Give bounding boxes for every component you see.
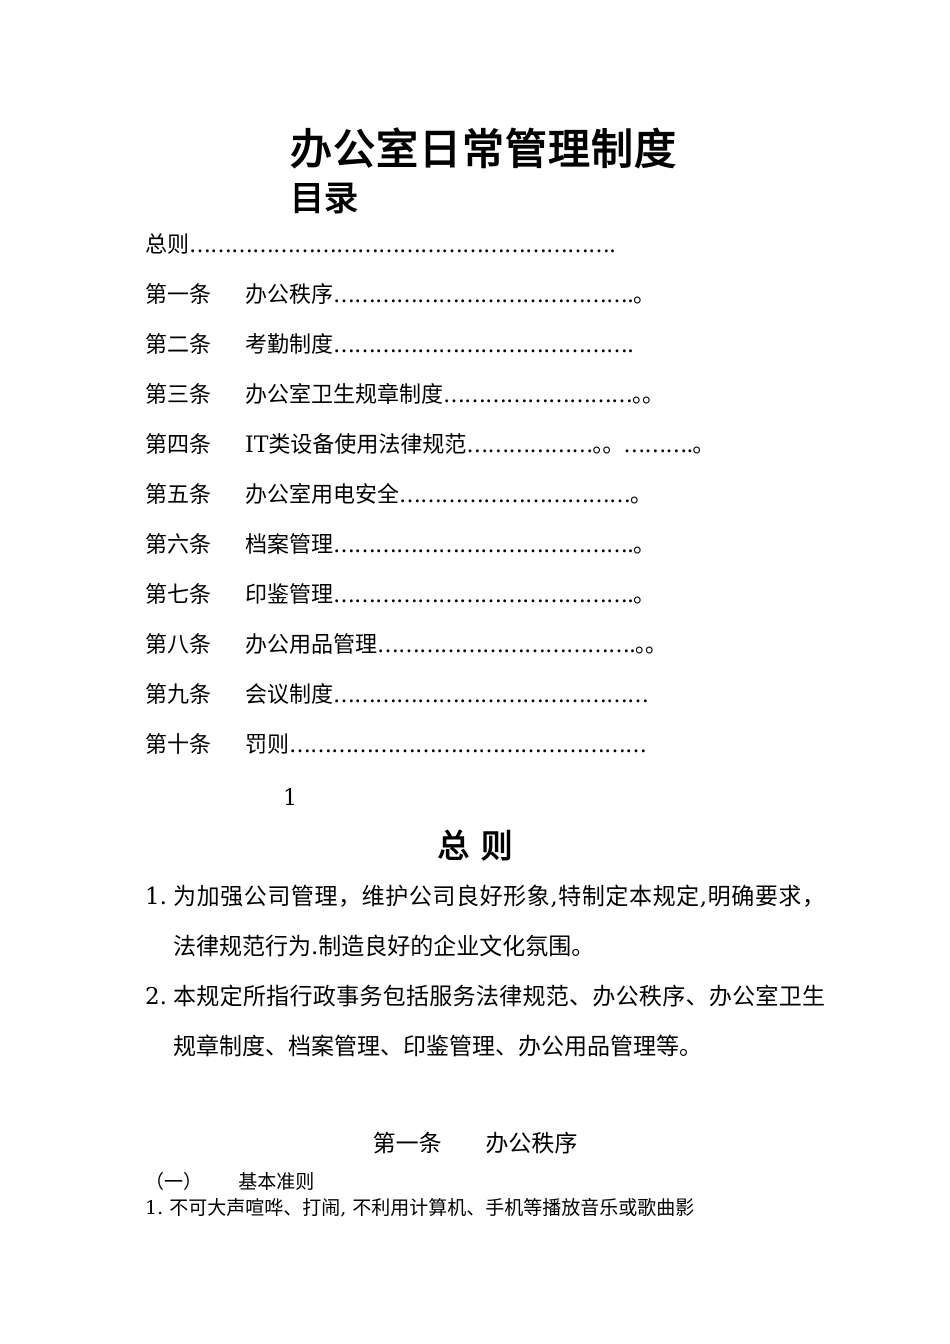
toc-leader-dots: …………………………………….。 — [333, 583, 655, 608]
toc-leader-dots: …………………………………….。 — [333, 283, 655, 308]
toc-entry-title: 会议制度 — [245, 683, 334, 708]
toc-leader-dots: ……………………………………. — [333, 333, 634, 358]
toc-entry-number: 第九条 — [145, 683, 212, 708]
toc-entry-article-3[interactable]: 第三条 办公室卫生规章制度………………………。。 — [145, 378, 664, 414]
toc-entry-number: 第六条 — [145, 533, 212, 558]
toc-entry-article-4[interactable]: 第四条 IT类设备使用法律规范………………。。……….。 — [145, 428, 714, 464]
toc-entry-article-10[interactable]: 第十条 罚则…………………………………………… — [145, 728, 647, 764]
toc-leader-dots: ……………………………….。。 — [377, 633, 667, 658]
article-one-item-1: 1. 不可大声喧哗、打闹, 不利用计算机、手机等播放音乐或歌曲影 — [145, 1194, 825, 1222]
toc-leader-dots: ……………………………。 — [399, 483, 652, 508]
toc-entry-number: 第十条 — [145, 733, 212, 758]
toc-entry-title: 办公室卫生规章制度 — [245, 383, 444, 408]
toc-leader-dots: ……………………………………………………. — [189, 233, 616, 258]
toc-leader-dots: …………………………………………… — [289, 733, 647, 758]
general-paragraph-2: 2. 本规定所指行政事务包括服务法律规范、办公秩序、办公室卫生规章制度、档案管理… — [145, 972, 825, 1072]
toc-entry-title: IT类设备使用法律规范 — [245, 433, 467, 458]
item-text: 不可大声喧哗、打闹, 不利用计算机、手机等播放音乐或歌曲影 — [169, 1197, 695, 1219]
toc-leader-dots: ………………………。。 — [443, 383, 664, 408]
toc-entry-number: 第五条 — [145, 483, 212, 508]
toc-leader-dots: ………………。。……….。 — [466, 433, 714, 458]
section-title-general: 总 则 — [437, 827, 513, 865]
toc-entry-title: 办公用品管理 — [245, 633, 378, 658]
paragraph-text: 本规定所指行政事务包括服务法律规范、办公秩序、办公室卫生规章制度、档案管理、印鉴… — [173, 984, 825, 1060]
toc-entry-number: 第二条 — [145, 333, 212, 358]
item-number: 1. — [145, 1197, 164, 1219]
toc-entry-number: 第四条 — [145, 433, 212, 458]
general-paragraph-1: 1. 为加强公司管理，维护公司良好形象,特制定本规定,明确要求，法律规范行为.制… — [145, 872, 825, 972]
toc-leader-dots: …………………………………….。 — [333, 533, 655, 558]
toc-entry-article-1[interactable]: 第一条 办公秩序…………………………………….。 — [145, 278, 655, 314]
toc-entry-title: 办公秩序 — [245, 283, 334, 308]
article-one-subheading: （一） 基本准则 — [145, 1171, 315, 1193]
toc-entry-title: 罚则 — [245, 733, 290, 758]
paragraph-number: 2. — [145, 984, 167, 1010]
toc-entry-number: 第三条 — [145, 383, 212, 408]
toc-entry-article-8[interactable]: 第八条 办公用品管理……………………………….。。 — [145, 628, 667, 664]
toc-entry-number: 第七条 — [145, 583, 212, 608]
toc-heading: 目录 — [290, 179, 358, 219]
toc-entry-title: 总则 — [145, 233, 190, 258]
toc-leader-dots: ……………………………………… — [333, 683, 649, 708]
paragraph-text: 为加强公司管理，维护公司良好形象,特制定本规定,明确要求，法律规范行为.制造良好… — [173, 884, 825, 960]
paragraph-number: 1. — [145, 884, 167, 910]
toc-entry-title: 档案管理 — [245, 533, 334, 558]
page-number: 1 — [283, 786, 297, 811]
toc-entry-article-5[interactable]: 第五条 办公室用电安全……………………………。 — [145, 478, 652, 514]
document-title: 办公室日常管理制度 — [290, 125, 678, 174]
toc-entry-article-2[interactable]: 第二条 考勤制度……………………………………. — [145, 328, 634, 364]
toc-entry-general[interactable]: 总则……………………………………………………. — [145, 228, 616, 264]
toc-entry-number: 第一条 — [145, 283, 212, 308]
toc-entry-number: 第八条 — [145, 633, 212, 658]
toc-entry-title: 印鉴管理 — [245, 583, 334, 608]
toc-entry-title: 办公室用电安全 — [245, 483, 400, 508]
toc-entry-title: 考勤制度 — [245, 333, 334, 358]
article-one-title: 第一条 办公秩序 — [372, 1131, 578, 1157]
toc-entry-article-7[interactable]: 第七条 印鉴管理…………………………………….。 — [145, 578, 655, 614]
toc-entry-article-9[interactable]: 第九条 会议制度……………………………………… — [145, 678, 649, 714]
toc-entry-article-6[interactable]: 第六条 档案管理…………………………………….。 — [145, 528, 655, 564]
